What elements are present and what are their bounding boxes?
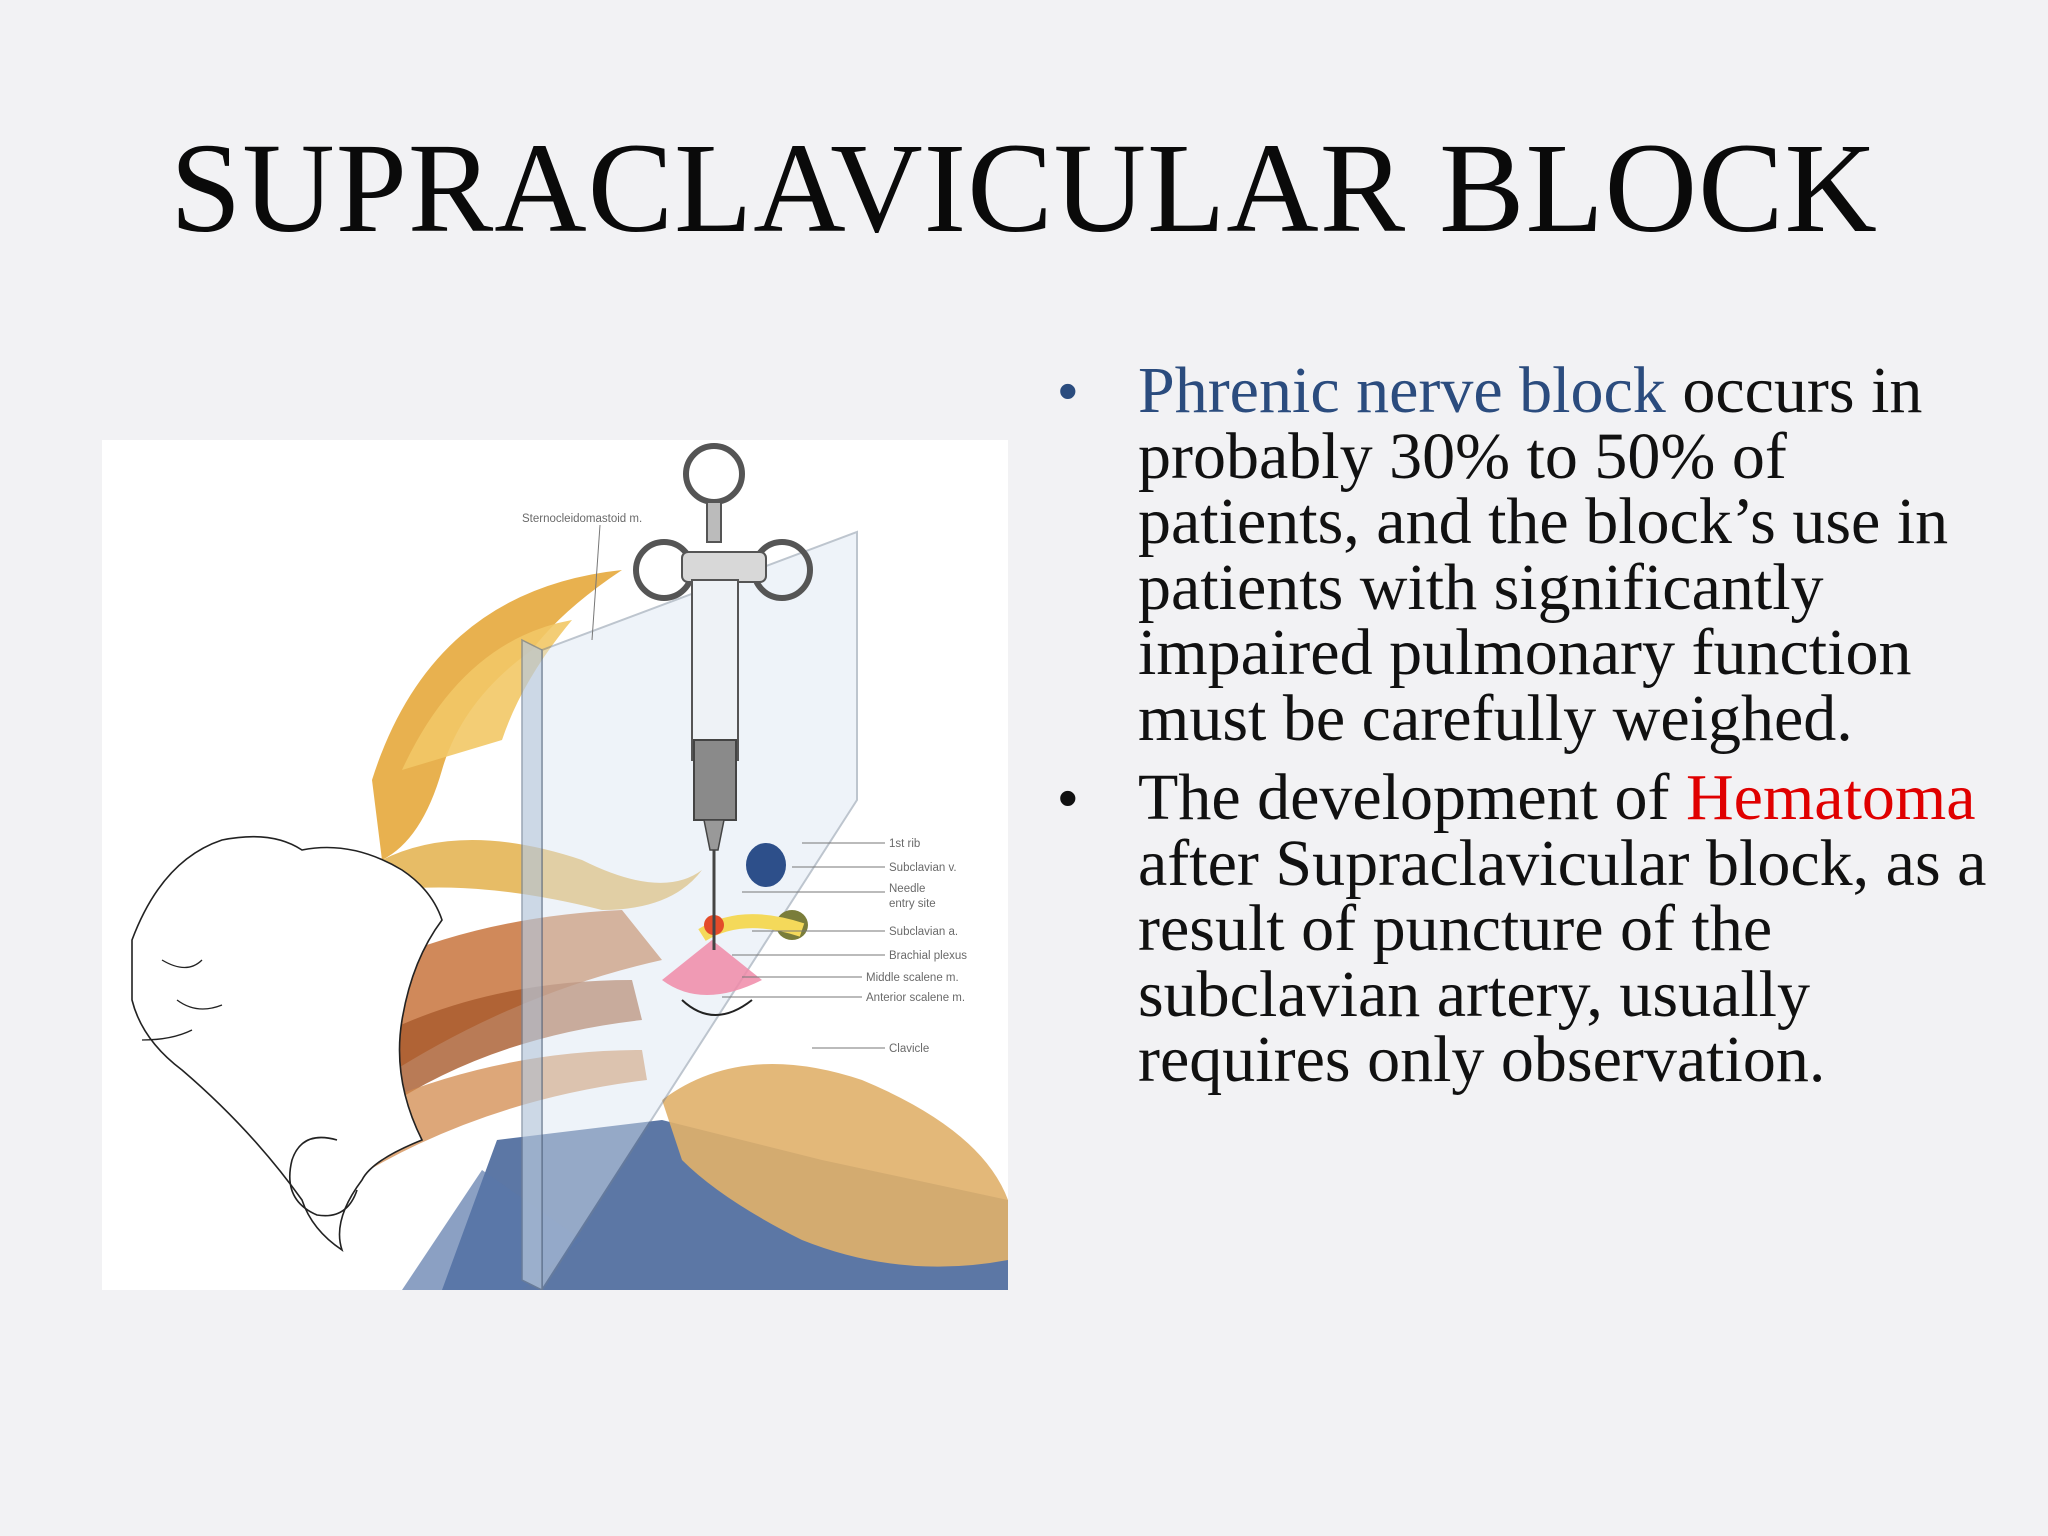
bullet-marker: • [1058,766,1078,829]
label-subclavian-vein: Subclavian v. [889,862,957,874]
label-needle: Needle [889,883,925,895]
hematoma-highlight: Hematoma [1685,761,1976,834]
bullet-phrenic-nerve: •Phrenic nerve block occurs in probably … [1058,358,2018,751]
hematoma-text-before: The development of [1138,761,1686,834]
label-clavicle: Clavicle [889,1043,929,1055]
supraclavicular-block-diagram: Sternocleidomastoid m. 1st rib Subclavia… [131,443,1008,1290]
phrenic-nerve-heading: Phrenic nerve block [1138,354,1666,427]
bullet-marker: • [1058,359,1078,422]
label-brachial-plexus: Brachial plexus [889,950,967,962]
anatomy-illustration: Sternocleidomastoid m. 1st rib Subclavia… [102,440,1008,1290]
bullet-hematoma: •The development of Hematoma after Supra… [1058,765,2018,1093]
label-sternocleidomastoid: Sternocleidomastoid m. [522,513,642,525]
label-needle-entry-site: entry site [889,898,936,910]
label-anterior-scalene: Anterior scalene m. [866,992,965,1004]
hematoma-text-after: after Supraclavicular block, as a result… [1138,826,1987,1096]
label-subclavian-artery: Subclavian a. [889,926,958,938]
phrenic-nerve-text: occurs in probably 30% to 50% of patient… [1138,354,1949,755]
bullet-list: •Phrenic nerve block occurs in probably … [1058,358,2018,1093]
slide-title: SUPRACLAVICULAR BLOCK [170,117,1878,259]
label-middle-scalene: Middle scalene m. [866,972,959,984]
label-first-rib: 1st rib [889,838,920,850]
